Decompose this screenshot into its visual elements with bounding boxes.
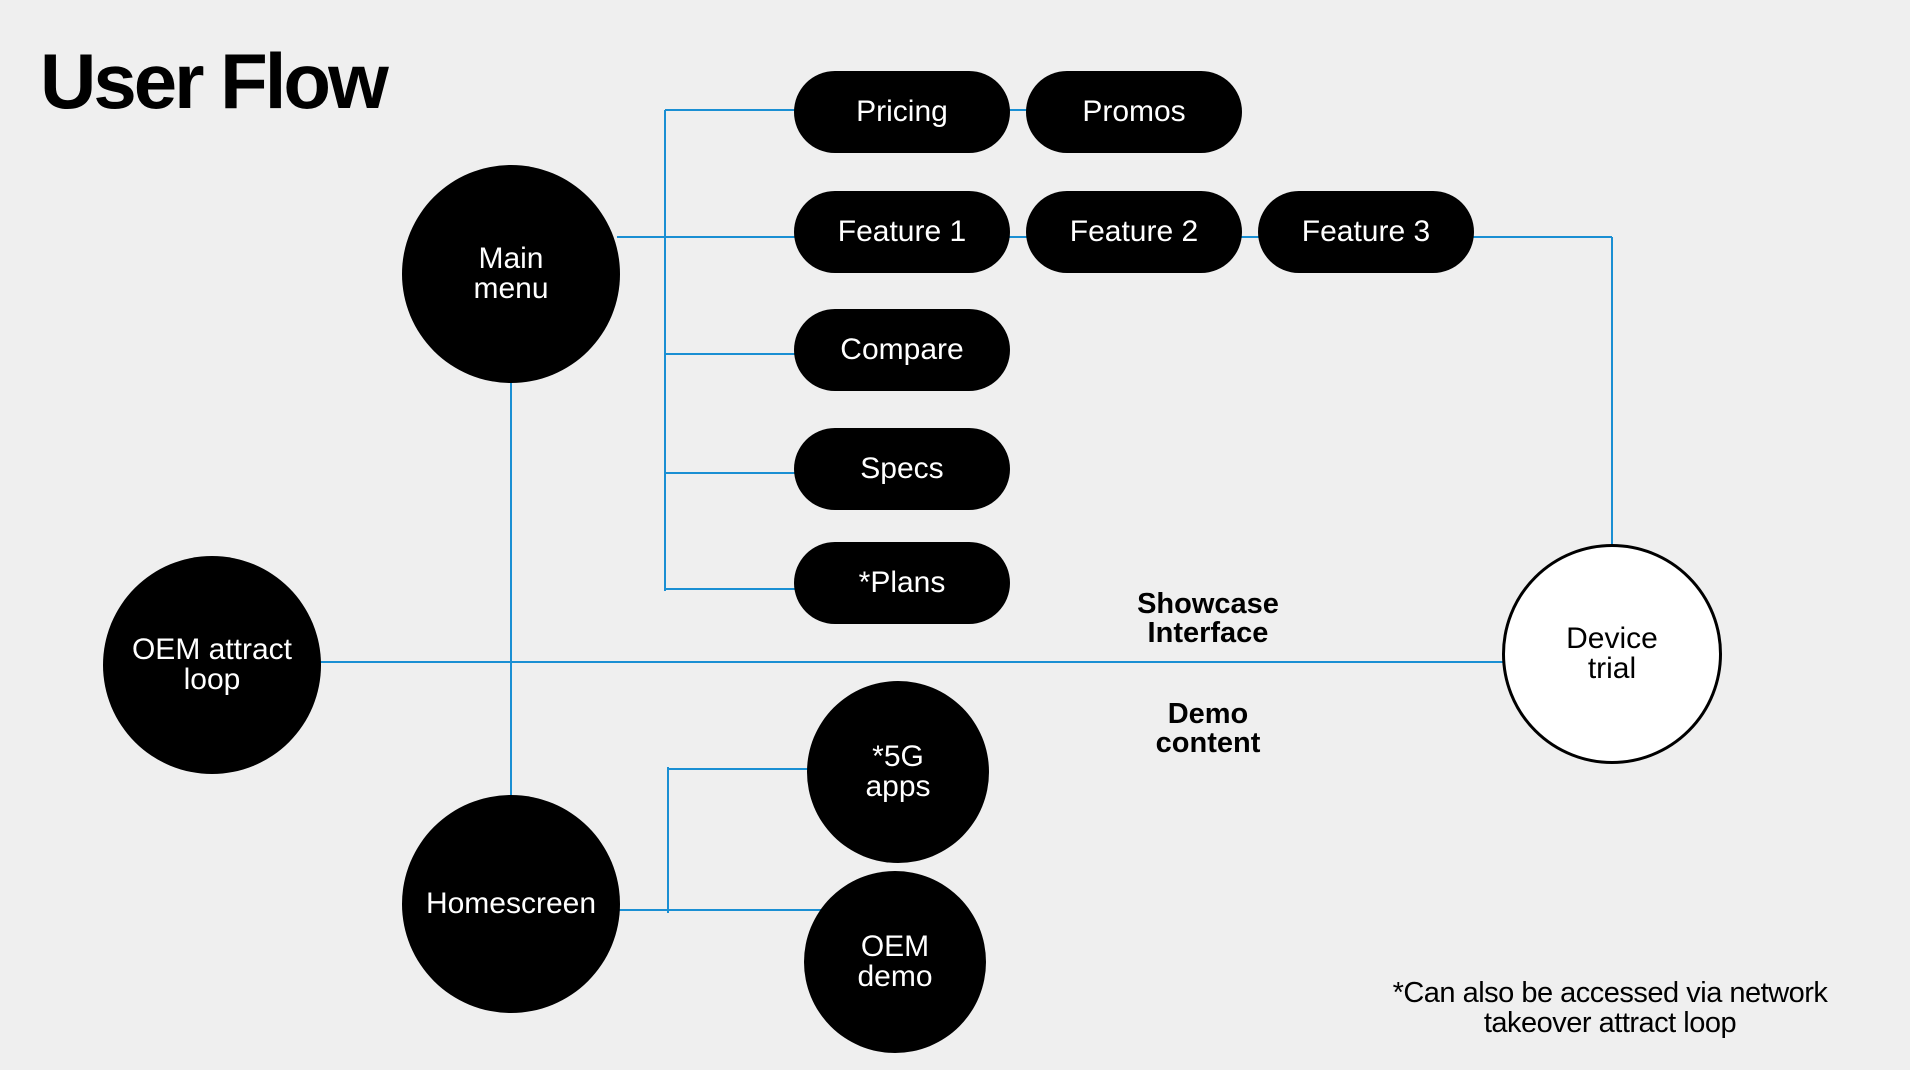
node-5g-apps: *5G apps [807, 681, 989, 863]
node-specs: Specs [794, 428, 1010, 510]
node-pricing: Pricing [794, 71, 1010, 153]
node-promos: Promos [1026, 71, 1242, 153]
node-main-menu: Main menu [402, 165, 620, 383]
node-oem-attract-loop: OEM attract loop [103, 556, 321, 774]
node-homescreen: Homescreen [402, 795, 620, 1013]
label-showcase-interface: Showcase Interface [1137, 588, 1279, 649]
node-feature-1: Feature 1 [794, 191, 1010, 273]
node-feature-3: Feature 3 [1258, 191, 1474, 273]
node-oem-demo: OEM demo [804, 871, 986, 1053]
label-demo-content: Demo content [1155, 698, 1261, 759]
node-compare: Compare [794, 309, 1010, 391]
node-feature-2: Feature 2 [1026, 191, 1242, 273]
page-title: User Flow [40, 37, 389, 125]
footnote: *Can also be accessed via network takeov… [1392, 977, 1828, 1040]
node-device-trial: Device trial [1502, 544, 1722, 764]
node-plans: *Plans [794, 542, 1010, 624]
